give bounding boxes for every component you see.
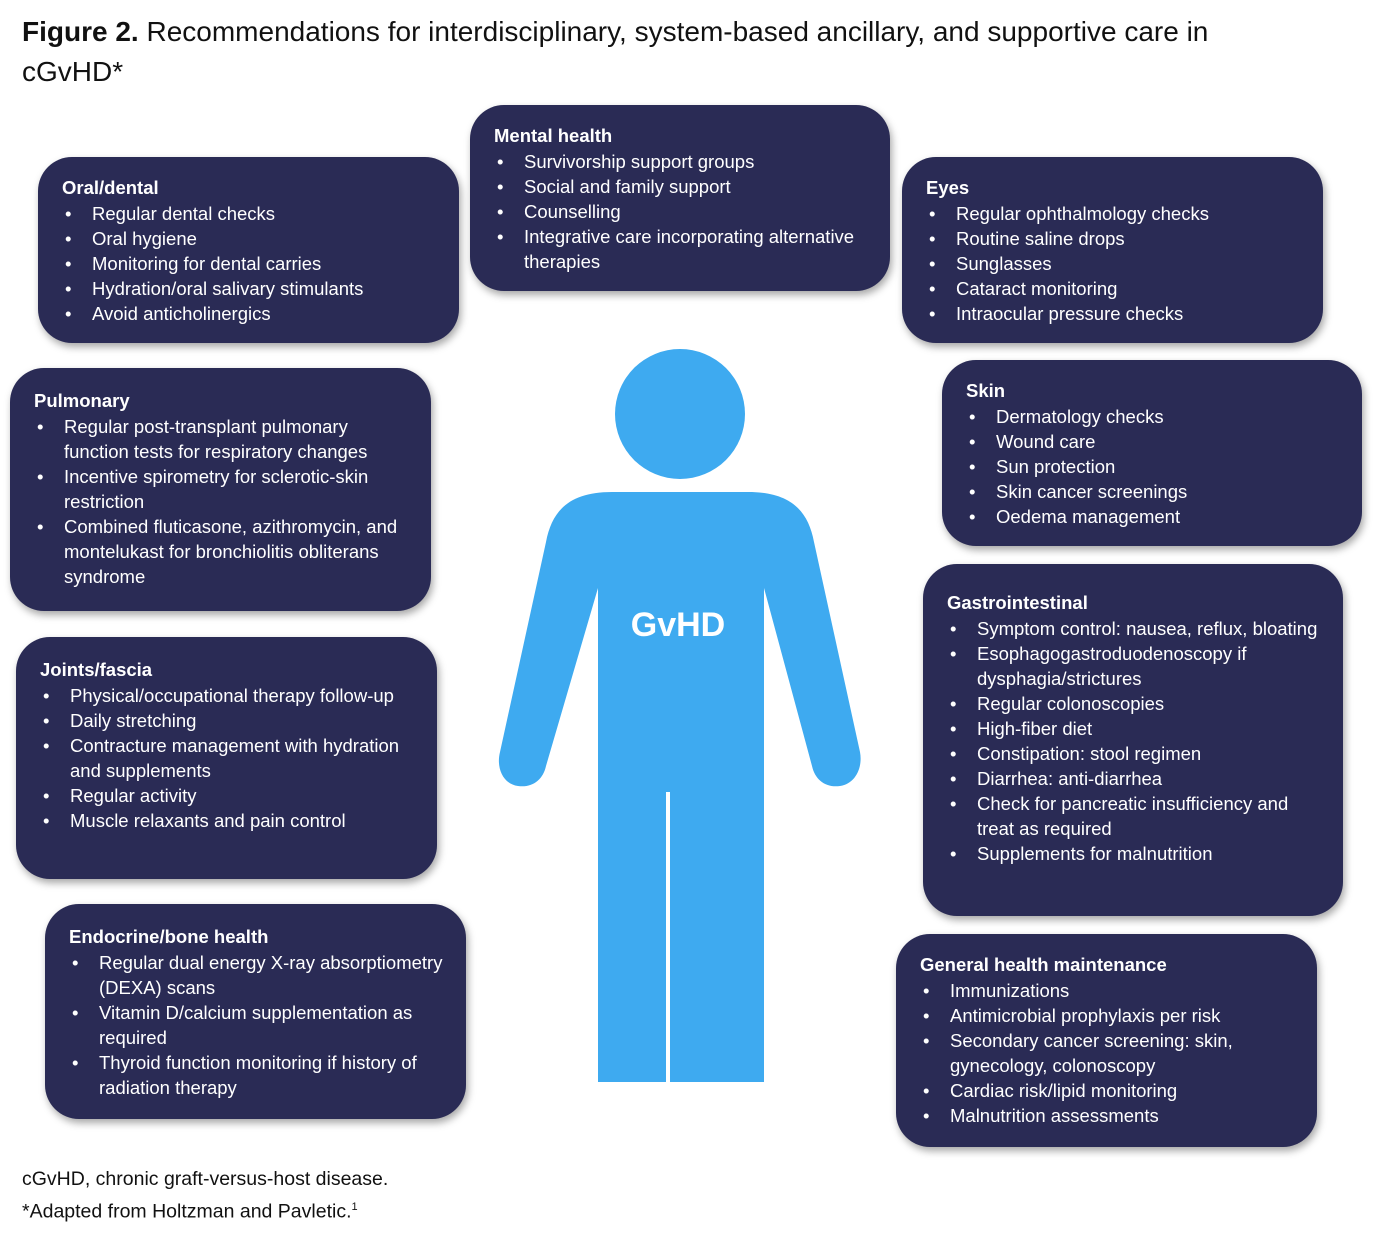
box-title: General health maintenance [920,954,1167,975]
item-list: Physical/occupational therapy follow-upD… [40,683,417,833]
list-item: Wound care [966,429,1342,454]
item-list: Regular post-transplant pulmonary functi… [34,414,411,589]
list-item: Sun protection [966,454,1342,479]
list-item: Survivorship support groups [494,149,870,174]
list-item: Immunizations [920,978,1297,1003]
list-item: Regular dental checks [62,201,439,226]
person-body [498,492,861,1082]
box-joints-fascia: Joints/fascia Physical/occupational ther… [16,637,437,879]
list-item: Malnutrition assessments [920,1103,1297,1128]
person-head [615,349,745,479]
list-item: Sunglasses [926,251,1303,276]
footnote-reference: 1 [351,1201,358,1213]
list-item: Avoid anticholinergics [62,301,439,326]
box-title: Oral/dental [62,177,159,198]
box-title: Mental health [494,125,613,146]
list-item: Contracture management with hydration an… [40,733,417,783]
list-item: Cardiac risk/lipid monitoring [920,1078,1297,1103]
list-item: Vitamin D/calcium supplementation as req… [69,1000,446,1050]
box-title: Gastrointestinal [947,592,1088,613]
box-title: Eyes [926,177,970,198]
item-list: Regular dual energy X-ray absorptiometry… [69,950,446,1100]
box-pulmonary: Pulmonary Regular post-transplant pulmon… [10,368,431,611]
list-item: Antimicrobial prophylaxis per risk [920,1003,1297,1028]
footnote-abbreviation: cGvHD, chronic graft-versus-host disease… [22,1168,389,1190]
list-item: Cataract monitoring [926,276,1303,301]
list-item: Secondary cancer screening: skin, gyneco… [920,1028,1297,1078]
list-item: Intraocular pressure checks [926,301,1303,326]
box-general-health-maintenance: General health maintenance Immunizations… [896,934,1317,1147]
box-skin: Skin Dermatology checksWound careSun pro… [942,360,1362,546]
list-item: Check for pancreatic insufficiency and t… [947,791,1323,841]
list-item: Counselling [494,199,870,224]
list-item: Oral hygiene [62,226,439,251]
list-item: Skin cancer screenings [966,479,1342,504]
list-item: Combined fluticasone, azithromycin, and … [34,514,411,589]
list-item: Regular colonoscopies [947,691,1323,716]
list-item: Daily stretching [40,708,417,733]
list-item: Supplements for malnutrition [947,841,1323,866]
item-list: ImmunizationsAntimicrobial prophylaxis p… [920,978,1297,1128]
figure-number: Figure 2. [22,16,139,47]
list-item: Incentive spirometry for sclerotic-skin … [34,464,411,514]
list-item: Integrative care incorporating alternati… [494,224,870,274]
box-endocrine-bone-health: Endocrine/bone health Regular dual energ… [45,904,466,1119]
list-item: Regular post-transplant pulmonary functi… [34,414,411,464]
box-gastrointestinal: Gastrointestinal Symptom control: nausea… [923,564,1343,916]
box-title: Skin [966,380,1006,401]
box-title: Endocrine/bone health [69,926,269,947]
footnote-source: *Adapted from Holtzman and Pavletic.1 [22,1200,358,1223]
center-label: GvHD [631,606,725,644]
item-list: Regular ophthalmology checksRoutine sali… [926,201,1303,326]
list-item: Physical/occupational therapy follow-up [40,683,417,708]
list-item: Symptom control: nausea, reflux, bloatin… [947,616,1323,641]
list-item: Regular ophthalmology checks [926,201,1303,226]
list-item: Hydration/oral salivary stimulants [62,276,439,301]
list-item: Routine saline drops [926,226,1303,251]
list-item: Regular dual energy X-ray absorptiometry… [69,950,446,1000]
box-mental-health: Mental health Survivorship support group… [470,105,890,291]
list-item: Dermatology checks [966,404,1342,429]
list-item: Social and family support [494,174,870,199]
list-item: Regular activity [40,783,417,808]
box-title: Joints/fascia [40,659,153,680]
box-title: Pulmonary [34,390,130,411]
list-item: Esophagogastroduodenoscopy if dysphagia/… [947,641,1323,691]
list-item: Oedema management [966,504,1342,529]
item-list: Survivorship support groupsSocial and fa… [494,149,870,274]
list-item: Thyroid function monitoring if history o… [69,1050,446,1100]
footnote: cGvHD, chronic graft-versus-host disease… [22,1165,388,1226]
figure-caption: Recommendations for interdisciplinary, s… [22,16,1209,87]
item-list: Regular dental checksOral hygieneMonitor… [62,201,439,326]
item-list: Dermatology checksWound careSun protecti… [966,404,1342,529]
list-item: Muscle relaxants and pain control [40,808,417,833]
box-oral-dental: Oral/dental Regular dental checksOral hy… [38,157,459,343]
list-item: Diarrhea: anti-diarrhea [947,766,1323,791]
list-item: Monitoring for dental carries [62,251,439,276]
item-list: Symptom control: nausea, reflux, bloatin… [947,616,1323,866]
box-eyes: Eyes Regular ophthalmology checksRoutine… [902,157,1323,343]
figure-title: Figure 2. Recommendations for interdisci… [22,12,1262,92]
list-item: High-fiber diet [947,716,1323,741]
list-item: Constipation: stool regimen [947,741,1323,766]
